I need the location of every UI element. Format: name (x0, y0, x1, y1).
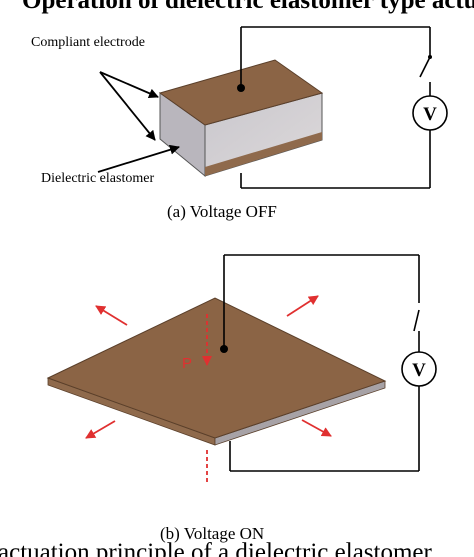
caption-a: (a) Voltage OFF (167, 202, 277, 221)
footer-text-partial: actuation principle of a dielectric elas… (0, 539, 432, 557)
expansion-arrow-up-left (95, 305, 128, 326)
panel-a-circuit (240, 26, 431, 189)
voltmeter-symbol-b: V (412, 360, 426, 381)
pressure-label: P (182, 355, 192, 372)
expansion-arrows (85, 295, 332, 439)
voltmeter-symbol-a: V (423, 104, 437, 125)
electrode-bottom-band (205, 132, 322, 176)
expansion-arrow-up-right (286, 295, 319, 317)
expansion-arrow-down-right (301, 419, 332, 437)
panel-a-block (158, 59, 324, 178)
switch-b (413, 309, 420, 332)
terminal-dot-b (220, 345, 228, 353)
panel-b-plate (46, 297, 387, 446)
caption-b: (b) Voltage ON (160, 524, 265, 543)
voltmeter-a (412, 95, 448, 131)
label-compliant-electrode: Compliant electrode (31, 35, 145, 50)
terminal-dot-a (237, 84, 245, 92)
header-text-partial: Operation of dielectric elastomer type a… (22, 0, 474, 14)
leader-lines-a (97, 71, 180, 173)
voltmeter-b (401, 351, 437, 387)
electrode-top (158, 59, 324, 126)
panel-b-circuit (223, 254, 420, 472)
switch-a (419, 56, 431, 78)
pressure-indicator: P (182, 314, 212, 482)
switch-contact-a (428, 55, 432, 59)
expansion-arrow-down-left (85, 420, 116, 439)
plate-top (46, 297, 387, 439)
label-dielectric-elastomer: Dielectric elastomer (41, 171, 155, 186)
